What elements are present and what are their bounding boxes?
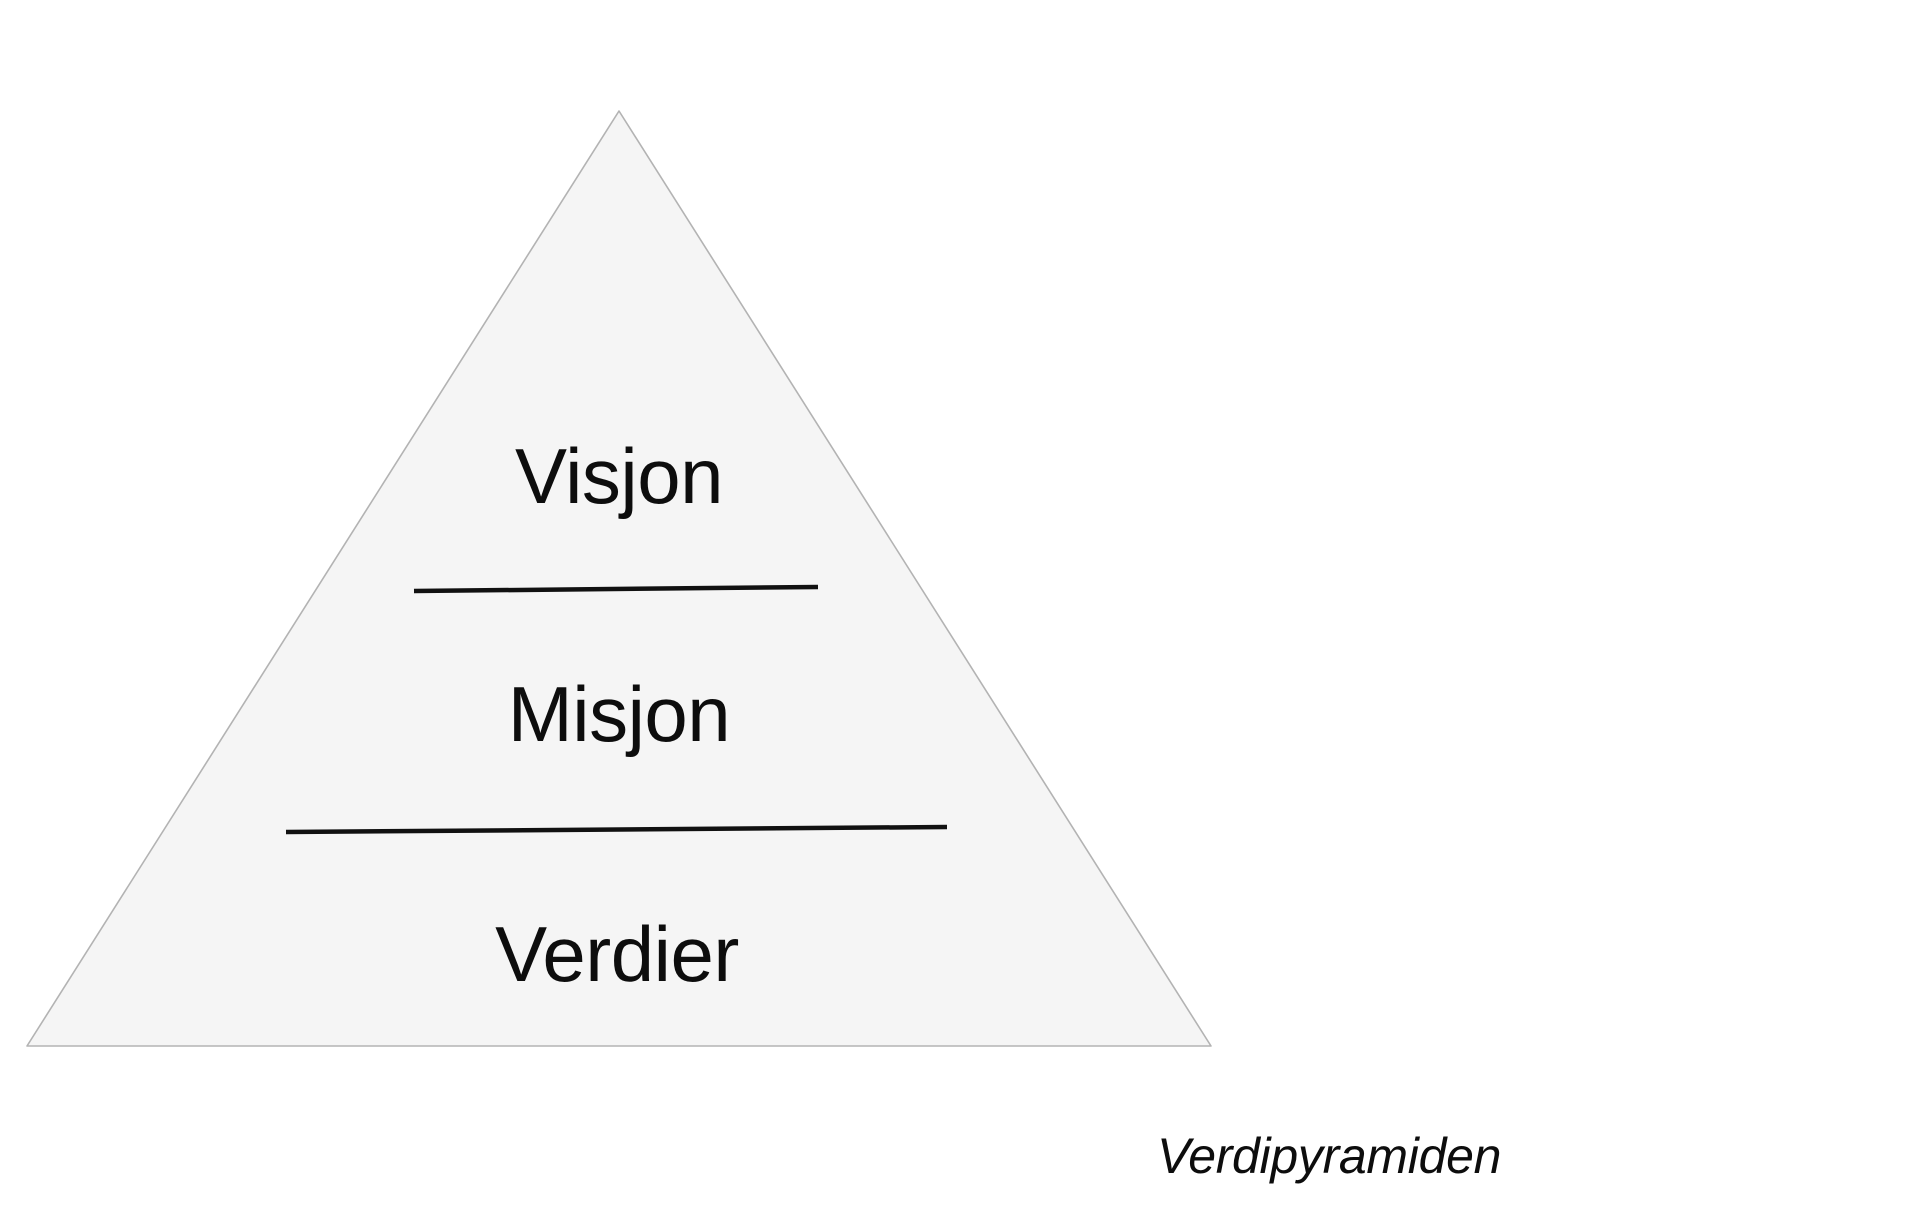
divider-vision-mission-line <box>413 584 819 594</box>
divider-mission-values-line <box>285 824 948 835</box>
pyramid-tier-label-vision: Visjon <box>514 432 724 520</box>
pyramid-tier-label-mission: Misjon <box>507 670 731 758</box>
pyramid-triangle-shape <box>26 110 1212 1047</box>
pyramid-tier-label-values: Verdier <box>495 910 739 998</box>
figure-caption: Verdipyramiden <box>1157 1128 1502 1184</box>
